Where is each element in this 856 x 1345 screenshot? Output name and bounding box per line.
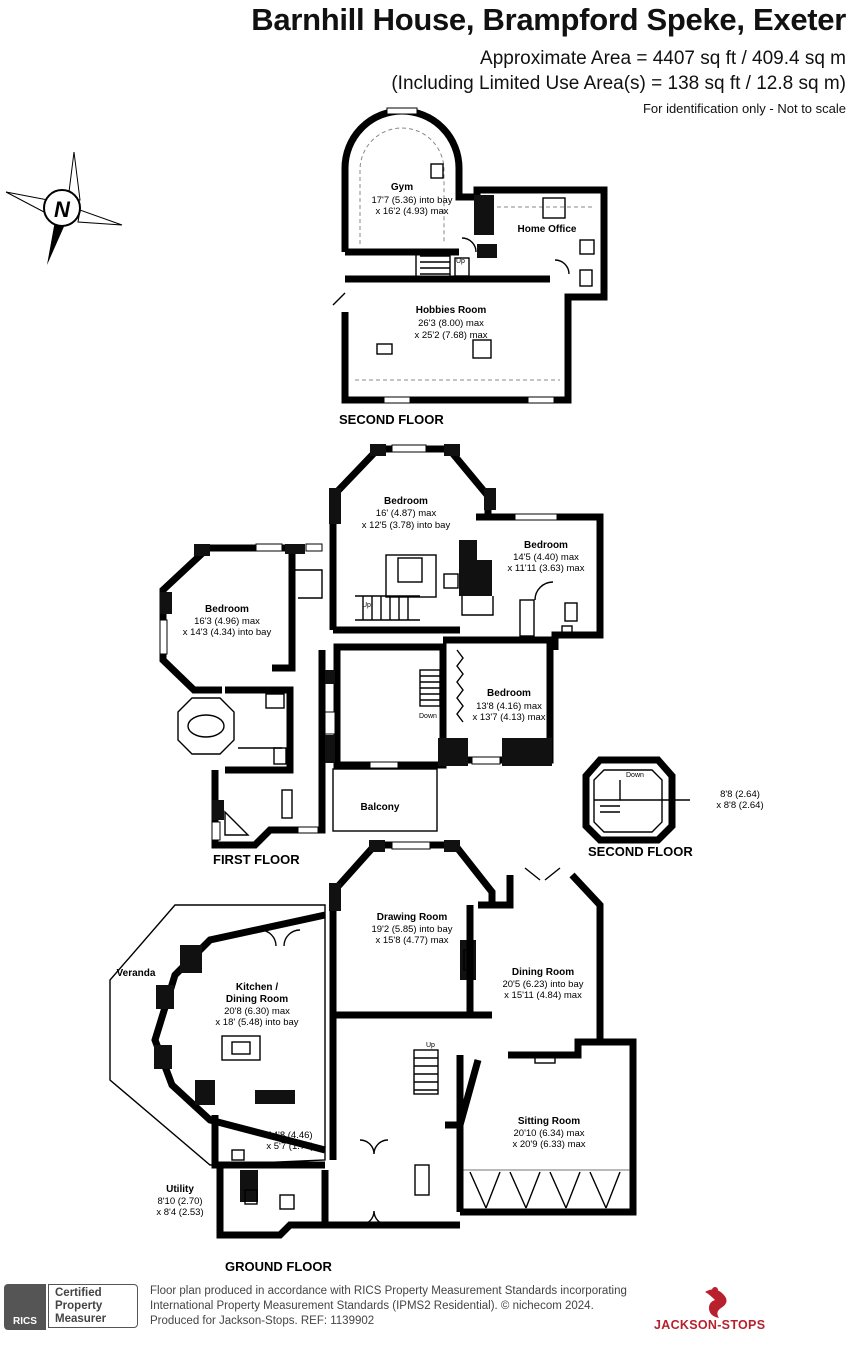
- room-dim-hobbies-1: 26'3 (8.00) max: [418, 318, 484, 329]
- room-dim-pantry-1: 14'8 (4.46): [267, 1130, 312, 1141]
- stair-label-up-first: Up: [362, 602, 371, 609]
- jackson-stops-logo-icon: [705, 1287, 727, 1318]
- room-label-bedroom-left: Bedroom: [205, 604, 249, 615]
- room-dim-bedroom-mid-2: x 13'7 (4.13) max: [472, 712, 545, 723]
- room-dim-sitting-2: x 20'9 (6.33) max: [512, 1139, 585, 1150]
- cert-line-2: Property: [55, 1300, 103, 1312]
- page-title: Barnhill House, Brampford Speke, Exeter: [251, 2, 846, 37]
- room-dim-tower-1: 8'8 (2.64): [720, 789, 760, 800]
- approximate-area: Approximate Area = 4407 sq ft / 409.4 sq…: [480, 48, 846, 69]
- floor-label-second-tower: SECOND FLOOR: [588, 844, 693, 859]
- room-dim-kitchen-1: 20'8 (6.30) max: [224, 1006, 290, 1017]
- room-dim-bedroom-right-1: 14'5 (4.40) max: [513, 552, 579, 563]
- room-dim-bedroom-left-1: 16'3 (4.96) max: [194, 616, 260, 627]
- first-floor-plan: Up Down: [159, 444, 604, 867]
- certified-measurer-label: Certified Property Measurer: [48, 1284, 138, 1328]
- room-dim-drawing-1: 19'2 (5.85) into bay: [371, 924, 452, 935]
- floor-label-second: SECOND FLOOR: [339, 412, 444, 427]
- floor-label-first: FIRST FLOOR: [213, 852, 300, 867]
- room-label-kitchen-2: Dining Room: [226, 994, 288, 1005]
- floor-label-ground: GROUND FLOOR: [225, 1259, 332, 1274]
- identification-note: For identification only - Not to scale: [642, 101, 846, 116]
- stair-label-down-first: Down: [419, 713, 437, 720]
- room-label-drawing: Drawing Room: [377, 912, 448, 923]
- room-label-kitchen-1: Kitchen /: [236, 982, 278, 993]
- limited-use-area: (Including Limited Use Area(s) = 138 sq …: [391, 73, 846, 94]
- room-dim-gym-2: x 16'2 (4.93) max: [375, 206, 448, 217]
- stair-label-up-ground: Up: [426, 1042, 435, 1049]
- footer-line-1: Floor plan produced in accordance with R…: [150, 1285, 627, 1297]
- room-label-bedroom-right: Bedroom: [524, 540, 568, 551]
- room-dim-gym-1: 17'7 (5.36) into bay: [371, 195, 452, 206]
- room-dim-hobbies-2: x 25'2 (7.68) max: [414, 330, 487, 341]
- room-dim-bedroom-right-2: x 11'11 (3.63) max: [508, 563, 585, 574]
- footer-line-2: International Property Measurement Stand…: [150, 1300, 594, 1312]
- rics-badge: RICS Certified Property Measurer: [4, 1284, 140, 1330]
- rics-logo-text: RICS: [13, 1316, 37, 1327]
- room-dim-bedroom-top-2: x 12'5 (3.78) into bay: [362, 520, 451, 531]
- room-dim-sitting-1: 20'10 (6.34) max: [514, 1128, 585, 1139]
- room-dim-drawing-2: x 15'8 (4.77) max: [375, 935, 448, 946]
- room-dim-dining-1: 20'5 (6.23) into bay: [502, 979, 583, 990]
- room-dim-kitchen-2: x 18' (5.48) into bay: [215, 1017, 298, 1028]
- compass-icon: N: [5, 151, 123, 265]
- footer-line-3: Produced for Jackson-Stops. REF: 1139902: [150, 1315, 375, 1327]
- room-dim-utility-2: x 8'4 (2.53): [156, 1207, 203, 1218]
- room-label-balcony: Balcony: [361, 802, 400, 813]
- room-label-hobbies: Hobbies Room: [416, 305, 487, 316]
- compass-label: N: [54, 197, 71, 222]
- room-label-gym: Gym: [391, 182, 413, 193]
- room-label-home-office: Home Office: [518, 224, 577, 235]
- cert-line-3: Measurer: [55, 1313, 107, 1325]
- brand-name: JACKSON-STOPS: [654, 1318, 766, 1332]
- room-dim-bedroom-top-1: 16' (4.87) max: [376, 508, 437, 519]
- cert-line-1: Certified: [55, 1287, 102, 1299]
- room-label-utility: Utility: [166, 1184, 194, 1195]
- rics-logo-icon: RICS: [4, 1284, 46, 1330]
- room-dim-tower-2: x 8'8 (2.64): [716, 800, 763, 811]
- second-floor-tower-plan: Down 8'8 (2.64) x 8'8 (2.64) SECOND FLOO…: [582, 756, 764, 859]
- room-label-bedroom-mid: Bedroom: [487, 688, 531, 699]
- room-dim-dining-2: x 15'11 (4.84) max: [504, 990, 582, 1001]
- stair-label-up-second: Up: [456, 258, 465, 265]
- ground-floor-plan: Up Drawing Room 19'2 (5.85) into bay x 1…: [109, 840, 637, 1274]
- room-label-sitting: Sitting Room: [518, 1116, 580, 1127]
- room-label-dining: Dining Room: [512, 967, 574, 978]
- second-floor-plan: Gym 17'7 (5.36) into bay x 16'2 (4.93) m…: [332, 107, 608, 427]
- room-label-veranda: Veranda: [117, 968, 156, 979]
- stair-label-down-tower: Down: [626, 772, 644, 779]
- room-dim-bedroom-mid-1: 13'8 (4.16) max: [476, 701, 542, 712]
- room-dim-utility-1: 8'10 (2.70): [157, 1196, 202, 1207]
- room-dim-bedroom-left-2: x 14'3 (4.34) into bay: [183, 627, 272, 638]
- room-label-bedroom-top: Bedroom: [384, 496, 428, 507]
- room-dim-pantry-2: x 5'7 (1.70): [266, 1141, 313, 1152]
